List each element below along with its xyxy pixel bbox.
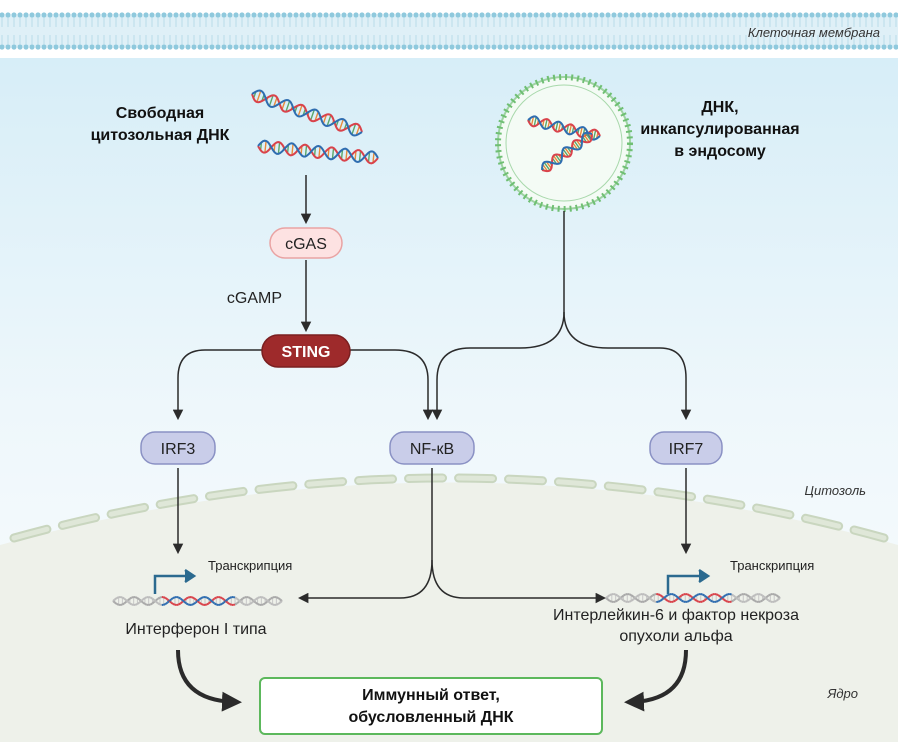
dna-helix-icon [541,131,593,173]
gene-dna-icon [605,593,781,603]
immune-response-line2: обусловленный ДНК [348,709,513,726]
immune-response-box: Иммунный ответ, обусловленный ДНК [259,677,603,735]
endosome-dna-label-line1: ДНК, [701,99,738,116]
promoter-arrow-icon [153,568,197,594]
cell-membrane [0,0,898,58]
promoter-arrow-icon [666,568,711,594]
sting-label: STING [282,344,331,361]
cgas-label: cGAS [285,236,327,253]
membrane-label: Клеточная мембрана [748,25,880,40]
cgas-node: cGAS [269,227,343,259]
nfkb-label: NF-кB [410,441,454,458]
cytosol-label: Цитозоль [805,483,867,498]
irf3-node: IRF3 [140,431,216,465]
free-dna-label-line2: цитозольная ДНК [91,127,230,144]
transcription-label-left: Транскрипция [208,558,292,573]
sting-node: STING [261,334,351,368]
irf7-label: IRF7 [669,441,704,458]
endosome-icon [495,74,633,212]
pathway-arrows [172,175,692,604]
transcription-label-right: Транскрипция [730,558,814,573]
dna-helix-icon [251,89,363,137]
il6-tnf-label-line2: опухоли альфа [619,628,732,645]
cgamp-label: cGAMP [227,290,282,307]
outcome-arrows [176,649,688,712]
nucleus-background [0,482,898,742]
irf3-label: IRF3 [161,441,196,458]
immune-response-line1: Иммунный ответ, [362,687,500,704]
interferon-label: Интерферон I типа [125,621,266,638]
endosome-dna-label-line3: в эндосому [674,143,766,160]
il6-tnf-label-line1: Интерлейкин-6 и фактор некроза [553,607,799,624]
nfkb-node: NF-кB [389,431,475,465]
free-dna-label-line1: Свободная [116,105,204,122]
nucleus-label: Ядро [826,686,858,701]
endosome-dna-label-line2: инкапсулированная [640,121,799,138]
gene-dna-icon [112,596,283,606]
dna-helix-icon [257,139,379,165]
irf7-node: IRF7 [649,431,723,465]
